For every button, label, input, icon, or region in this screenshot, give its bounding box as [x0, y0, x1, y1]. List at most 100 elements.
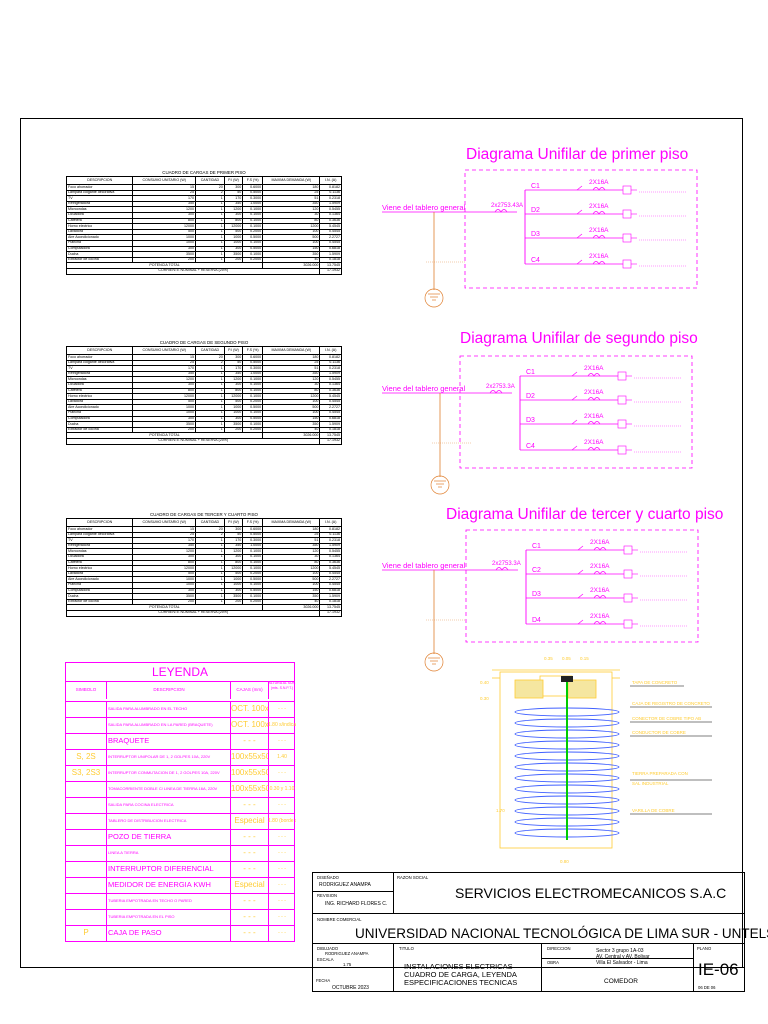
table-cell: 25 [132, 359, 196, 367]
table-cell: 1000 [132, 409, 196, 417]
load-table-header: MAXIMA DEMANDA (W) [262, 518, 321, 527]
svg-text:TIERRA PREPARADA CON: TIERRA PREPARADA CON [632, 771, 688, 776]
diagram-title-2: Diagrama Unifilar de segundo piso [460, 330, 698, 347]
legend-description: CAJA DE PASO [106, 925, 231, 941]
scale-label: ESCALA [317, 957, 334, 962]
table-cell: 200 [223, 426, 244, 434]
legend-height: - - - [278, 770, 286, 776]
address-label: DIRECCION [547, 946, 571, 951]
legend-row: SALIDA PARA ALUMBRADO EN LA PARED (BRAQU… [66, 717, 296, 734]
table-cell: Lampara colgante decorativa [65, 359, 134, 367]
load-table-header: I.N. (A) [319, 176, 342, 185]
legend-box: Especial [231, 877, 269, 893]
table-cell: 0.4545 [319, 398, 342, 406]
table-cell: Plancha [65, 409, 134, 417]
table-cell: Ducha [65, 421, 134, 428]
circuit-breaker-symbol [593, 547, 607, 551]
table-cell: Horno electrico [65, 393, 134, 400]
circuit-breaker-symbol [593, 595, 607, 599]
circuit-breaker-label: 2X16A [590, 613, 610, 620]
address-line-2: AV. Central y AV. Bolivar [596, 954, 650, 960]
circuit-breaker-label: 2X16A [589, 179, 609, 186]
table-cell: 0.5455 [319, 376, 342, 383]
switch-symbol [576, 209, 583, 215]
legend-box: - - - [231, 797, 269, 813]
legend-box: - - - [231, 861, 269, 877]
circuit-breaker-label: 2X16A [584, 389, 604, 396]
table-cell: 0.1818 [319, 256, 342, 264]
drawn-by: RODRIGUEZ ANAMPA [325, 951, 369, 956]
table-cell: Microondas [65, 376, 134, 383]
table-cell: 0.1364 [319, 382, 342, 389]
legend-box: 100x55x50 [231, 749, 269, 765]
work-value: COMEDOR [604, 978, 638, 985]
legend-symbol: S3, 2S3 [66, 765, 107, 781]
table-cell: Lavadora [65, 398, 134, 406]
university-name: UNIVERSIDAD NACIONAL TECNOLÓGICA DE LIMA… [355, 926, 768, 941]
title-block-bottom [312, 968, 745, 992]
switch-symbol [576, 185, 583, 191]
legend-symbol [66, 781, 107, 797]
switch-symbol [571, 395, 578, 401]
address-lines: Sector 3 grupo 1A-03 AV. Central y AV. B… [596, 948, 650, 966]
circuit-label: D2 [526, 393, 535, 400]
panel-frame [465, 529, 699, 643]
circuit-breaker-symbol [592, 187, 606, 191]
legend-description: POZO DE TIERRA [106, 829, 231, 845]
main-breaker-label: 2x2753.3A [492, 561, 521, 567]
reserve-row: CORRIENTE NOMINAL + RESERVA (25%)17.1932 [65, 437, 342, 445]
load-table-header: I.N. (A) [319, 346, 342, 355]
reserve-value: 17.1932 [319, 609, 342, 617]
rcd-symbol [617, 371, 627, 381]
legend-height: 1.80 s/indicado [268, 722, 296, 728]
table-cell: Extractor de cocina [65, 426, 134, 434]
legend-height: - - - [278, 738, 286, 744]
switch-symbol [577, 569, 584, 575]
circuit-label: D4 [532, 617, 541, 624]
legend-symbol [66, 717, 107, 733]
legend-description: SALIDA PARA COCINA ELECTRICA [106, 797, 231, 813]
address-line-3: Villa El Salvador - Lima [596, 960, 648, 966]
table-cell: 0.1136 [319, 359, 342, 367]
svg-text:CONDUCTOR DE COBRE: CONDUCTOR DE COBRE [632, 730, 686, 735]
legend-description: TUBERIA EMPOTRADA EN EL PISO [106, 909, 231, 925]
title-block-company: DISEÑADO RODRIGUEZ ANAMPA REVISION ING. … [312, 872, 745, 914]
table-cell: Ducha [65, 251, 134, 258]
table-cell: 350 [262, 421, 321, 428]
title-line-2: CUADRO DE CARGA, LEYENDA [404, 970, 517, 979]
drawn-label: DIBUJADO [317, 946, 339, 951]
title-block-sheet: DIBUJADO RODRIGUEZ ANAMPA ESCALA 1.75 TI… [312, 944, 745, 968]
load-table-caption: CUADRO DE CARGAS DE TERCER Y CUARTO PISO [150, 513, 258, 518]
table-cell: 100 [262, 398, 321, 406]
table-cell: 12000 [132, 393, 196, 400]
table-cell: Cafetera [65, 387, 134, 395]
table-cell: 800 [132, 387, 196, 395]
commercial-label: NOMBRE COMERCIAL [317, 917, 362, 922]
circuit-label: C1 [532, 543, 541, 550]
plan-label: PLANO [697, 946, 712, 951]
legend-header-boxes: CAJAS (mm) [231, 681, 269, 699]
circuit-breaker-label: 2X16A [589, 253, 609, 260]
table-cell: 0.2318 [319, 365, 342, 372]
table-cell: 200 [132, 256, 196, 264]
main-breaker-symbol [494, 209, 508, 213]
table-cell: 500 [132, 398, 196, 406]
table-cell: 1000 [223, 409, 244, 417]
legend-symbol [66, 701, 107, 717]
rcd-symbol [623, 593, 633, 603]
panel-frame [464, 169, 698, 289]
table-cell: 170 [223, 365, 244, 372]
circuit-label: D3 [531, 231, 540, 238]
table-cell: 800 [223, 387, 244, 395]
legend-height: - - - [278, 834, 286, 840]
switch-symbol [577, 619, 584, 625]
